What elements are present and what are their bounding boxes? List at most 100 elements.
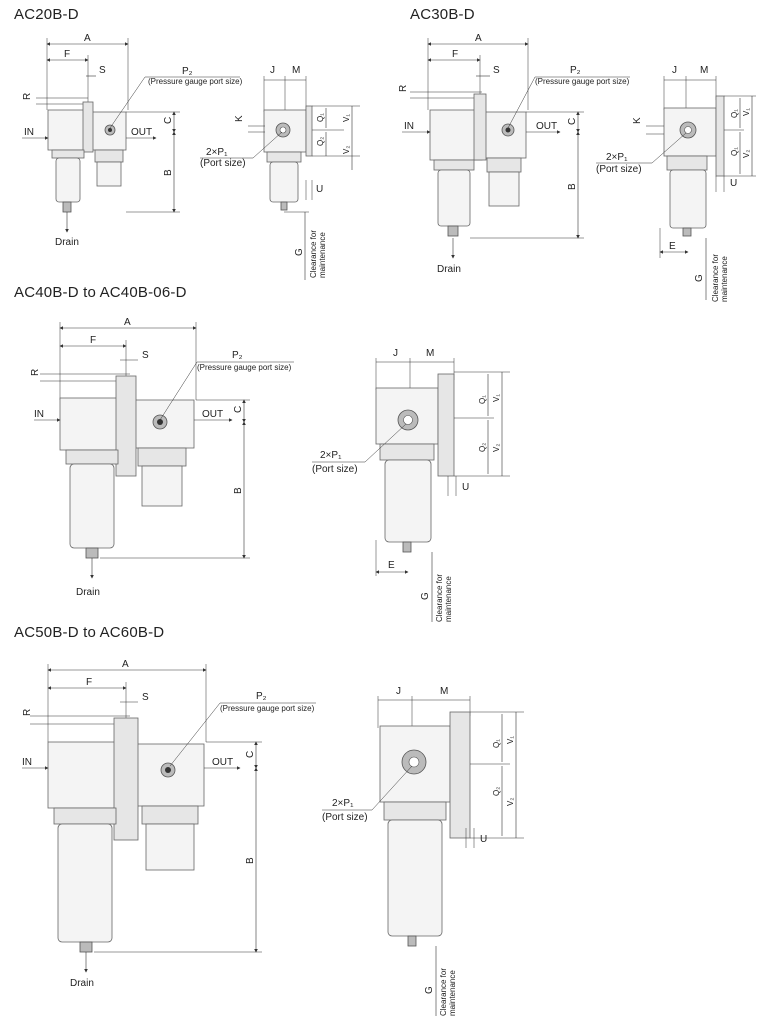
- dim-u-label-ac30: U: [730, 178, 737, 189]
- dim-e-label-ac40: E: [388, 560, 395, 571]
- dim-v2-label: V₂: [342, 146, 351, 154]
- drain-label-ac30: Drain: [437, 264, 461, 275]
- dim-v1-label-ac30: V₁: [742, 108, 751, 116]
- clearance-label-2: maintenance: [318, 232, 327, 278]
- dim-e-label-ac30: E: [669, 241, 676, 252]
- pressure-gauge-label-ac40: (Pressure gauge port size): [197, 363, 292, 372]
- dim-q1-label-ac40: Q₁: [478, 395, 487, 404]
- clearance-label-2-ac40: maintenance: [444, 576, 453, 622]
- clearance-label-1: Clearance for: [309, 230, 318, 278]
- dim-b-label: B: [163, 169, 174, 176]
- section-title-ac20: AC20B-D: [14, 6, 79, 23]
- dim-u-label-ac50: U: [480, 834, 487, 845]
- in-label-ac50: IN: [22, 757, 32, 768]
- p2-label-ac30: P₂: [570, 65, 581, 76]
- ac20-front-view: A F S R IN OUT C B P₂ (P: [22, 33, 243, 248]
- dim-b-label-ac50: B: [245, 857, 256, 864]
- dim-m-label-ac30: M: [700, 65, 708, 76]
- dim-j-label: J: [270, 65, 275, 76]
- dim-s-label-ac40: S: [142, 350, 149, 361]
- dim-r-label-ac40: R: [30, 369, 41, 376]
- dim-q2-label-ac50: Q₂: [492, 787, 501, 796]
- dim-v2-label-ac30: V₂: [742, 150, 751, 158]
- out-label-ac20: OUT: [131, 127, 152, 138]
- dim-r-label: R: [22, 93, 33, 100]
- out-label-ac50: OUT: [212, 757, 233, 768]
- dim-f-label: F: [64, 49, 70, 60]
- dim-b-label-ac30: B: [567, 183, 578, 190]
- dim-u-label-ac40: U: [462, 482, 469, 493]
- in-label-ac40: IN: [34, 409, 44, 420]
- port-p1-label-ac50: 2×P₁: [332, 798, 354, 809]
- ac40-front-view: A F S R IN OUT C B P₂ (Pressure gauge po…: [30, 317, 294, 598]
- dim-g-label-ac30: G: [694, 274, 705, 282]
- clearance-label-1-ac50: Clearance for: [439, 968, 448, 1016]
- section-title-ac40: AC40B-D to AC40B-06-D: [14, 284, 187, 301]
- dim-s-label-ac30: S: [493, 65, 500, 76]
- ac20-side-view: J M K 2×P₁ (Port size) Q₁ Q₂ V₁ V₂: [200, 65, 360, 280]
- dim-m-label-ac40: M: [426, 348, 434, 359]
- dim-b-label-ac40: B: [233, 487, 244, 494]
- ac40-side-view: J M 2×P₁ (Port size) Q₁ Q₂ V₁ V₂ U E G: [312, 348, 510, 622]
- clearance-label-1-ac30: Clearance for: [711, 254, 720, 302]
- in-label-ac20: IN: [24, 127, 34, 138]
- section-title-ac30: AC30B-D: [410, 6, 475, 23]
- dim-v1-label-ac50: V₁: [506, 736, 515, 744]
- port-p1-label-ac30: 2×P₁: [606, 152, 628, 163]
- drain-label-ac20: Drain: [55, 237, 79, 248]
- dim-j-label-ac30: J: [672, 65, 677, 76]
- clearance-label-1-ac40: Clearance for: [435, 574, 444, 622]
- dim-s-label-ac50: S: [142, 692, 149, 703]
- dim-f-label-ac30: F: [452, 49, 458, 60]
- dim-v1-label: V₁: [342, 114, 351, 122]
- dim-c-label-ac30: C: [567, 118, 578, 125]
- dim-a-label-ac50: A: [122, 659, 129, 670]
- dim-v2-label-ac50: V₂: [506, 798, 515, 806]
- ac30-side-view: J M K 2×P₁ (Port size) Q₁ Q₁ V₁ V₂ U: [596, 65, 756, 302]
- dim-j-label-ac40: J: [393, 348, 398, 359]
- dim-q1-label-ac30: Q₁: [730, 109, 739, 118]
- in-label-ac30: IN: [404, 121, 414, 132]
- port-size-label: (Port size): [200, 158, 246, 169]
- port-p1-label: 2×P₁: [206, 147, 228, 158]
- port-size-label-ac40: (Port size): [312, 464, 358, 475]
- section-title-ac50: AC50B-D to AC60B-D: [14, 624, 165, 641]
- dim-a-label-ac40: A: [124, 317, 131, 328]
- dim-g-label-ac40: G: [420, 592, 431, 600]
- dim-k-label: K: [234, 115, 245, 122]
- port-size-label-ac50: (Port size): [322, 812, 368, 823]
- clearance-label-2-ac30: maintenance: [720, 256, 729, 302]
- dim-r-label-ac30: R: [398, 85, 409, 92]
- dim-u-label: U: [316, 184, 323, 195]
- dim-c-label: C: [163, 117, 174, 124]
- dim-c-label-ac40: C: [233, 406, 244, 413]
- dim-q2-label-ac40: Q₂: [478, 443, 487, 452]
- out-label-ac30: OUT: [536, 121, 557, 132]
- dim-r-label-ac50: R: [22, 709, 33, 716]
- dim-q1-label-ac50: Q₁: [492, 739, 501, 748]
- ac30-front-view: A F S R IN OUT C B P₂ (Pressure gauge po…: [398, 33, 630, 275]
- dim-q2-label: Q₂: [316, 137, 325, 146]
- dim-f-label-ac40: F: [90, 335, 96, 346]
- clearance-label-2-ac50: maintenance: [448, 970, 457, 1016]
- pressure-gauge-label-ac30: (Pressure gauge port size): [535, 77, 630, 86]
- dim-f-label-ac50: F: [86, 677, 92, 688]
- port-size-label-ac30: (Port size): [596, 164, 642, 175]
- dim-j-label-ac50: J: [396, 686, 401, 697]
- pressure-gauge-label-ac50: (Pressure gauge port size): [220, 704, 315, 713]
- p2-label-ac40: P₂: [232, 350, 243, 361]
- dim-v1-label-ac40: V₁: [492, 394, 501, 402]
- ac50-side-view: J M 2×P₁ (Port size) Q₁ Q₂ V₁ V₂ U G Cle…: [322, 686, 524, 1016]
- drain-label-ac40: Drain: [76, 587, 100, 598]
- dim-m-label: M: [292, 65, 300, 76]
- dim-q1-label: Q₁: [316, 113, 325, 122]
- dim-m-label-ac50: M: [440, 686, 448, 697]
- drain-label-ac50: Drain: [70, 978, 94, 989]
- ac50-front-view: A F S R IN OUT C B P₂ (Pressure gauge po…: [22, 659, 316, 989]
- p2-label: P₂: [182, 66, 193, 77]
- port-p1-label-ac40: 2×P₁: [320, 450, 342, 461]
- dim-q1b-label-ac30: Q₁: [730, 147, 739, 156]
- dim-v2-label-ac40: V₂: [492, 444, 501, 452]
- dim-a-label: A: [84, 33, 91, 44]
